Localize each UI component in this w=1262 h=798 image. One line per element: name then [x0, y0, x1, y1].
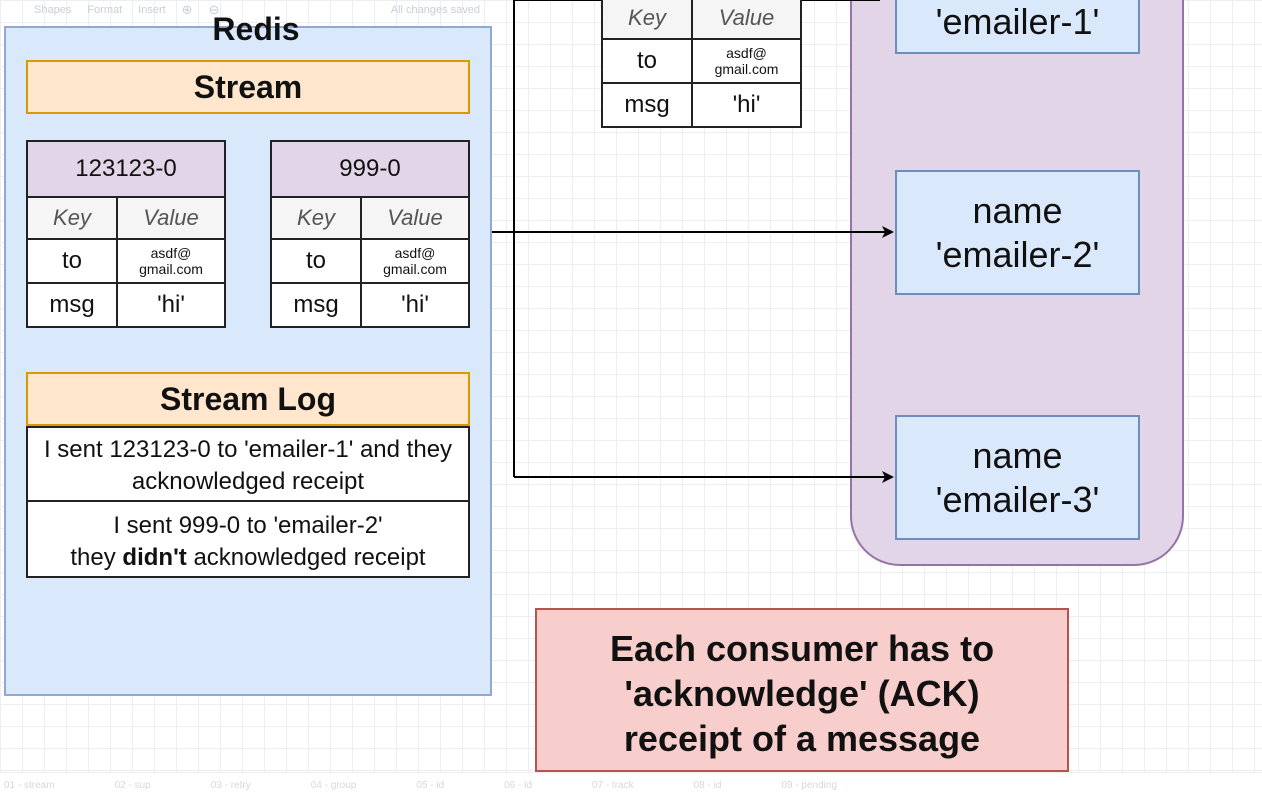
editor-toolbar: Shapes Format Insert ⊕ ⊖ All changes sav…	[0, 0, 480, 20]
consumer-emailer-3[interactable]: name 'emailer-3'	[895, 415, 1140, 540]
stream-header[interactable]: Stream	[26, 60, 470, 114]
table-row: msg 'hi'	[272, 284, 468, 326]
table-row: to asdf@ gmail.com	[272, 240, 468, 284]
field-value: 'hi'	[401, 291, 429, 318]
key-column-header: Key	[603, 0, 693, 38]
stream-log-header[interactable]: Stream Log	[26, 372, 470, 426]
insert-menu[interactable]: Insert	[138, 4, 166, 16]
field-key: to	[603, 40, 693, 82]
entry-id: 123123-0	[28, 142, 224, 198]
log-emphasis: didn't	[122, 544, 187, 571]
field-key: msg	[603, 84, 693, 126]
log-entry-1[interactable]: I sent 123123-0 to 'emailer-1' and they …	[26, 426, 470, 502]
note-line: receipt of a message	[623, 718, 981, 759]
redis-title: Redis	[212, 11, 300, 47]
key-column-header: Key	[28, 198, 118, 238]
log-entry-2-line2: they didn't acknowledged receipt	[32, 542, 464, 574]
table-row: to asdf@ gmail.com	[28, 240, 224, 284]
page-tab[interactable]: 05 - id	[416, 780, 445, 791]
log-entry-2[interactable]: I sent 999-0 to 'emailer-2' they didn't …	[26, 500, 470, 578]
consumer-name: 'emailer-1'	[935, 1, 1100, 42]
log-entry-2-line1: I sent 999-0 to 'emailer-2'	[113, 512, 383, 539]
table-header-row: Key Value	[272, 198, 468, 240]
page-tab[interactable]: 06 - id	[504, 780, 532, 791]
field-value: 'hi'	[732, 91, 761, 118]
zoom-in-icon[interactable]: ⊕	[181, 2, 193, 17]
table-header-row: Key Value	[603, 0, 800, 40]
note-line: Each consumer has to	[609, 628, 995, 669]
page-tab[interactable]: 01 - stream	[4, 780, 55, 791]
value-column-header: Value	[718, 5, 775, 30]
entry-id: 999-0	[272, 142, 468, 198]
table-row: to asdf@ gmail.com	[603, 40, 800, 84]
log-text: they	[70, 544, 123, 571]
consumer-emailer-2[interactable]: name 'emailer-2'	[895, 170, 1140, 295]
consumer-name-label: name	[972, 189, 1063, 231]
table-header-row: Key Value	[28, 198, 224, 240]
field-value: 'hi'	[157, 291, 185, 318]
page-tab[interactable]: 07 - track	[591, 780, 634, 791]
format-tab[interactable]: Format	[87, 4, 123, 16]
page-tab[interactable]: 09 - pending	[781, 780, 838, 791]
page-tab[interactable]: 08 - id	[693, 780, 722, 791]
table-row: msg 'hi'	[28, 284, 224, 326]
zoom-out-icon[interactable]: ⊖	[208, 2, 220, 17]
consumer-name-label: name	[972, 434, 1063, 476]
ack-note[interactable]: Each consumer has to 'acknowledge' (ACK)…	[535, 608, 1069, 772]
value-column-header: Value	[387, 205, 443, 230]
save-status: All changes saved	[390, 4, 480, 16]
redis-panel[interactable]: Redis	[4, 13, 492, 696]
page-tabs: 01 - stream 02 - sup 03 - retry 04 - gro…	[0, 772, 1262, 798]
page-tab[interactable]: 03 - retry	[210, 780, 251, 791]
field-key: msg	[272, 284, 362, 326]
key-column-header: Key	[272, 198, 362, 238]
value-column-header: Value	[143, 205, 199, 230]
delivered-message-table[interactable]: Key Value to asdf@ gmail.com msg 'hi'	[601, 0, 802, 128]
field-value: asdf@ gmail.com	[714, 45, 779, 77]
consumer-name: 'emailer-2'	[935, 233, 1100, 275]
consumer-name: 'emailer-3'	[935, 478, 1100, 520]
shapes-tab[interactable]: Shapes	[34, 4, 72, 16]
stream-entry-999-0[interactable]: 999-0 Key Value to asdf@ gmail.com msg '…	[270, 140, 470, 328]
note-line: 'acknowledge' (ACK)	[624, 673, 980, 714]
page-tab[interactable]: 02 - sup	[114, 780, 151, 791]
page-tab[interactable]: 04 - group	[310, 780, 357, 791]
field-value: asdf@ gmail.com	[139, 245, 203, 277]
table-row: msg 'hi'	[603, 84, 800, 126]
stream-entry-123123-0[interactable]: 123123-0 Key Value to asdf@ gmail.com ms…	[26, 140, 226, 328]
field-value: asdf@ gmail.com	[383, 245, 447, 277]
field-key: msg	[28, 284, 118, 326]
consumer-emailer-1[interactable]: 'emailer-1'	[895, 0, 1140, 54]
field-key: to	[28, 240, 118, 282]
log-text: acknowledged receipt	[186, 544, 426, 571]
field-key: to	[272, 240, 362, 282]
